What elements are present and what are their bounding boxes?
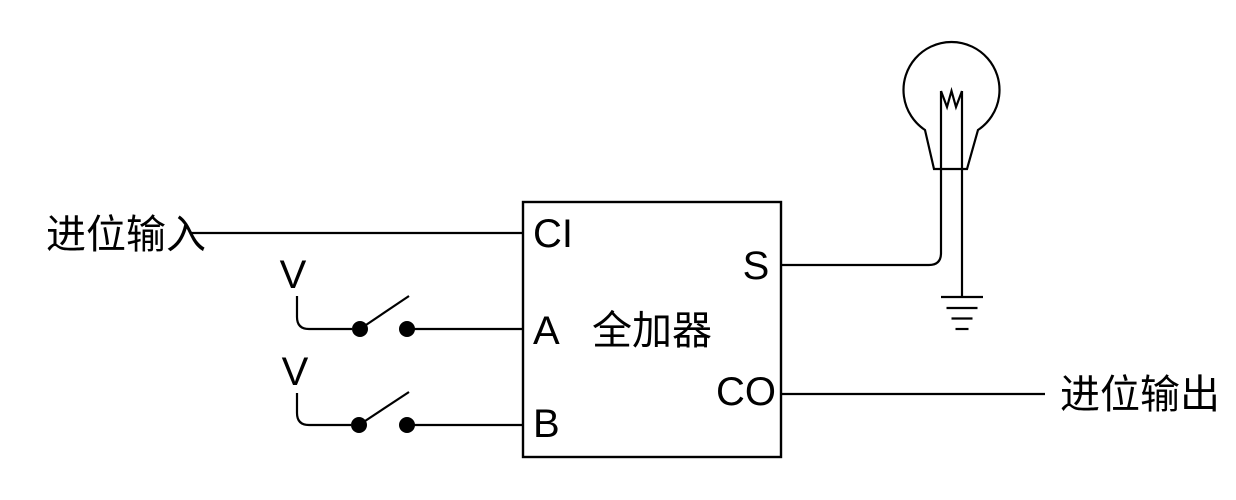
switch-a[interactable] xyxy=(295,295,523,337)
port-a-label: A xyxy=(533,309,560,353)
bulb-outline xyxy=(902,40,1001,171)
s-output-wire xyxy=(781,91,943,267)
port-b-label: B xyxy=(533,402,560,446)
full-adder-box xyxy=(521,200,783,459)
switch-a-arm[interactable] xyxy=(359,295,410,330)
switch-b[interactable] xyxy=(295,391,523,433)
full-adder-title: 全加器 xyxy=(592,309,712,353)
carry-out-label: 进位输出 xyxy=(1060,373,1220,417)
port-co-label: CO xyxy=(716,370,776,414)
switch-b-voltage-label: V xyxy=(281,350,309,394)
port-s-label: S xyxy=(742,244,770,288)
bulb-filament xyxy=(939,86,964,111)
switch-b-arm[interactable] xyxy=(358,391,410,426)
bulb-icon xyxy=(902,40,1001,171)
switch-a-voltage-label: V xyxy=(279,253,307,297)
port-ci-label: CI xyxy=(533,212,573,256)
switch-b-source-hook xyxy=(295,393,351,427)
switch-a-source-hook xyxy=(295,296,352,331)
ground-icon xyxy=(941,295,983,331)
carry-in-label: 进位输入 xyxy=(46,213,206,257)
